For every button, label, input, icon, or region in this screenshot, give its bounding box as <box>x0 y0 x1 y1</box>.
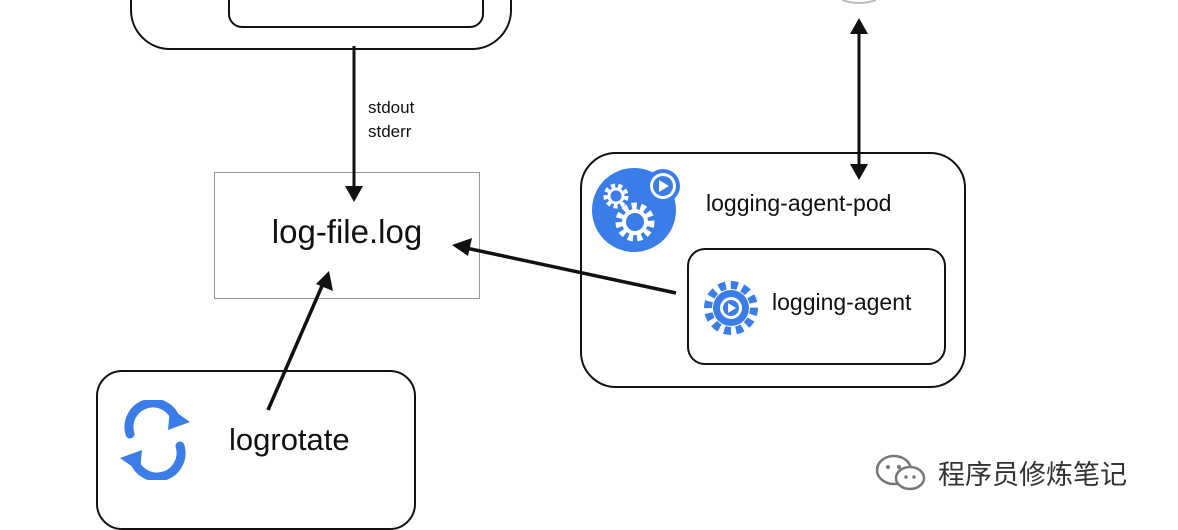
top-cutoff-shape <box>841 0 877 4</box>
stderr-text: stderr <box>368 122 412 141</box>
wechat-icon <box>875 454 926 491</box>
logrotate-label: logrotate <box>229 422 350 457</box>
watermark-text: 程序员修炼笔记 <box>938 459 1127 490</box>
log-file-label: log-file.log <box>271 212 423 250</box>
logging-agent-pod-label: logging-agent-pod <box>706 190 892 216</box>
logging-agent-label: logging-agent <box>772 289 912 315</box>
rotate-arrows-icon <box>120 400 190 480</box>
gears-play-icon <box>592 168 680 252</box>
stdout-text: stdout <box>368 98 415 117</box>
stdout-stderr-label: stdout stderr <box>368 96 414 144</box>
watermark: 程序员修炼笔记 <box>874 452 1127 492</box>
gear-play-icon <box>704 281 758 335</box>
log-file-box: log-file.log <box>214 172 480 299</box>
top-app-container <box>228 0 484 28</box>
